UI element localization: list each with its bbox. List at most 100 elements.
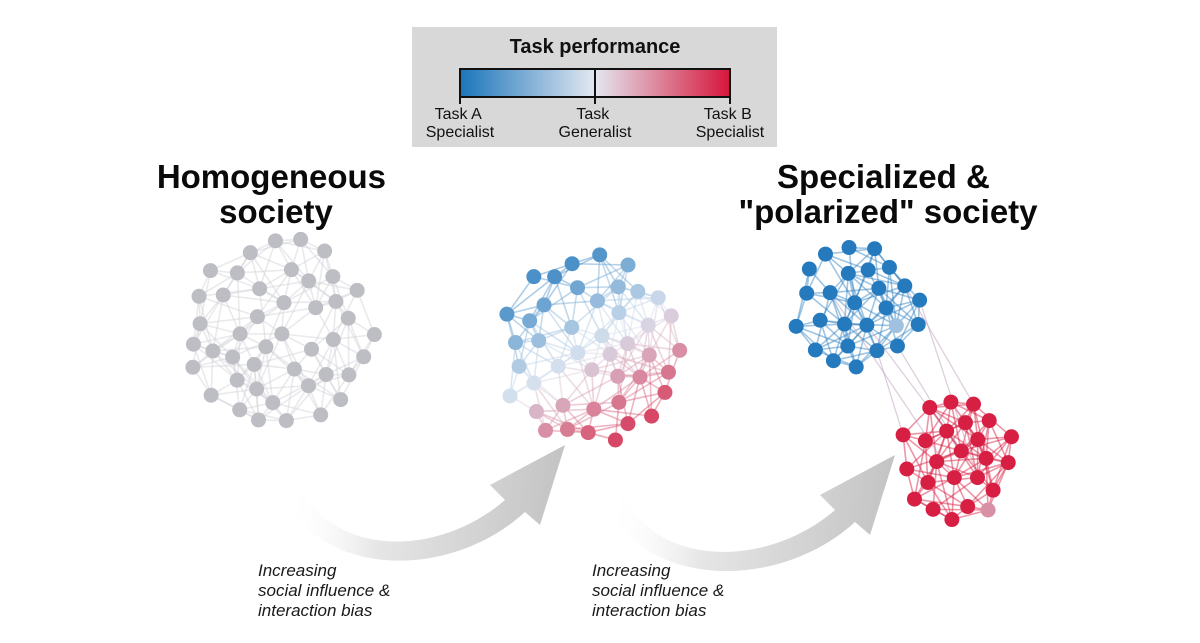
homogeneous-edge <box>259 280 309 290</box>
intermediate-edge <box>599 254 639 292</box>
homogeneous-edge <box>293 368 342 401</box>
intermediate-edge <box>593 408 652 417</box>
polarized-node <box>869 343 885 359</box>
homogeneous-line2: society <box>219 193 333 230</box>
intermediate-edge <box>601 324 649 337</box>
specialized-line1: Specialized & <box>777 158 990 195</box>
arrow-1-caption-line3: interaction bias <box>258 601 373 620</box>
polarized-edge <box>854 302 897 327</box>
tick-label-generalist: Task Generalist <box>559 106 632 141</box>
homogeneous-node <box>192 316 208 332</box>
polarized-node <box>925 501 941 517</box>
polarized-edge <box>988 420 1009 463</box>
intermediate-node <box>663 308 679 324</box>
polarized-edge <box>906 430 948 470</box>
homogeneous-node <box>203 387 219 403</box>
polarized-node <box>970 432 986 448</box>
homogeneous-edge <box>310 301 337 350</box>
homogeneous-edge <box>212 350 258 390</box>
tick-label-generalist-line1: Task <box>576 106 610 123</box>
tick-label-task-b-line2: Specialist <box>696 124 765 141</box>
homogeneous-edge <box>347 318 350 375</box>
intermediate-node <box>589 293 605 309</box>
intermediate-node <box>526 269 542 285</box>
polarized-node <box>946 470 962 486</box>
homogeneous-node <box>333 392 349 408</box>
intermediate-edge <box>597 296 659 302</box>
intermediate-edge <box>536 410 589 434</box>
polarized-node <box>825 353 841 369</box>
intermediate-edge <box>596 300 611 355</box>
polarized-node <box>939 423 955 439</box>
homogeneous-node <box>283 262 299 278</box>
polarized-edge <box>848 272 905 287</box>
homogeneous-edge <box>198 295 258 318</box>
intermediate-edge <box>618 312 650 356</box>
intermediate-edge <box>553 276 573 328</box>
polarized-node <box>922 400 938 416</box>
intermediate-edge <box>593 376 641 410</box>
polarized-edge <box>866 299 920 326</box>
intermediate-edge <box>598 254 620 313</box>
intermediate-edge <box>533 382 569 430</box>
polarized-node <box>895 427 911 443</box>
intermediate-edge <box>529 287 578 322</box>
intermediate-node <box>620 416 636 432</box>
homogeneous-node <box>317 243 333 259</box>
polarized-node <box>799 285 815 301</box>
polarized-node <box>966 396 982 412</box>
polarized-edge <box>913 440 927 500</box>
intermediate-node <box>564 256 580 272</box>
intermediate-edge <box>576 287 603 337</box>
polarized-node <box>801 261 817 277</box>
homogeneous-edge <box>283 300 336 304</box>
homogeneous-node <box>286 361 302 377</box>
homogeneous-edge <box>281 333 310 387</box>
intermediate-node <box>580 425 596 441</box>
intermediate-edge <box>609 353 669 373</box>
polarized-edge <box>953 476 989 511</box>
polarized-edge <box>906 468 955 479</box>
intermediate-edge <box>562 369 593 406</box>
polarized-node <box>878 300 894 316</box>
homogeneous-edge <box>311 348 350 376</box>
polarized-node <box>912 292 928 308</box>
polarized-edge <box>914 476 955 500</box>
homogeneous-edge <box>249 252 285 304</box>
intermediate-edge <box>596 300 629 345</box>
intermediate-edge <box>601 335 641 378</box>
polarized-edge <box>932 461 938 510</box>
polarized-node <box>929 454 945 470</box>
intermediate-edge <box>627 391 666 425</box>
polarized-node <box>848 359 864 375</box>
homogeneous-edge <box>285 368 296 421</box>
polarized-edge <box>928 407 938 462</box>
intermediate-node <box>570 280 586 296</box>
tick-label-task-b-line1: Task B <box>704 106 752 123</box>
polarized-edge <box>829 292 868 326</box>
homogeneous-edge <box>192 343 238 381</box>
polarized-node <box>897 278 913 294</box>
polarized-node <box>888 318 904 334</box>
polarized-node <box>881 259 897 275</box>
homogeneous-node <box>229 372 245 388</box>
intermediate-node <box>650 290 666 306</box>
tick-label-task-a-line2: Specialist <box>426 124 495 141</box>
homogeneous-edge <box>314 250 326 308</box>
homogeneous-edge <box>238 364 255 411</box>
polarized-edge <box>795 325 849 347</box>
polarized-edge <box>847 324 897 347</box>
homogeneous-edge <box>232 356 274 404</box>
homogeneous-node <box>325 269 341 285</box>
homogeneous-node <box>325 332 341 348</box>
intermediate-node <box>610 279 626 295</box>
homogeneous-edge <box>265 302 285 348</box>
homogeneous-node <box>258 339 274 355</box>
intermediate-edge <box>627 376 641 424</box>
intermediate-edge <box>617 286 649 326</box>
homogeneous-edge <box>335 301 365 358</box>
polarized-node <box>960 499 976 515</box>
homogeneous-edge <box>256 384 309 390</box>
arrow-1 <box>262 440 565 561</box>
arrow-2-caption-line2: social influence & <box>592 581 724 600</box>
